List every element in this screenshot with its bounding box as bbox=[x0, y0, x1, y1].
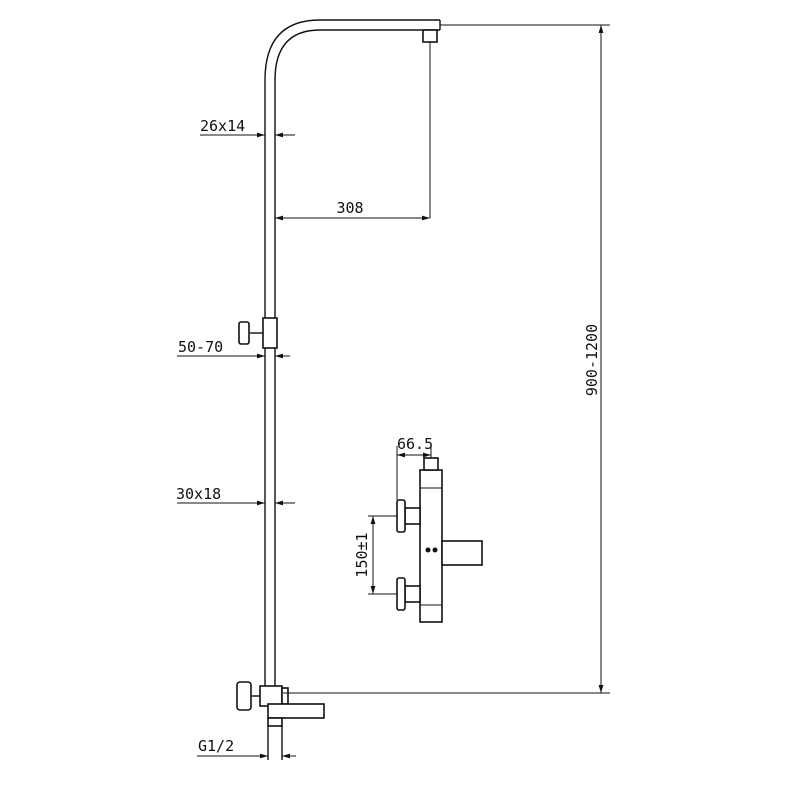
slide-holder bbox=[238, 317, 278, 349]
thermostatic-valve bbox=[396, 457, 483, 623]
total-height-label: 900-1200 bbox=[583, 324, 601, 396]
arm-reach-dimension: 308 bbox=[275, 199, 430, 221]
upper-pipe-label: 26x14 bbox=[200, 117, 245, 135]
shower-head-connector bbox=[422, 29, 438, 218]
diverter-assembly bbox=[236, 681, 325, 760]
valve-depth-label: 66.5 bbox=[397, 435, 433, 453]
valve-depth-dimension: 66.5 bbox=[396, 435, 433, 500]
lower-pipe-dimension: 30x18 bbox=[176, 485, 295, 506]
inlet-spacing-dimension: 150±1 bbox=[353, 515, 397, 595]
lower-pipe-label: 30x18 bbox=[176, 485, 221, 503]
arm-reach-label: 308 bbox=[336, 199, 363, 217]
holder-range-label: 50-70 bbox=[178, 338, 223, 356]
height-dimension: 900-1200 bbox=[283, 24, 610, 694]
inlet-spacing-label: 150±1 bbox=[353, 532, 371, 577]
holder-range-dimension: 50-70 bbox=[177, 338, 290, 359]
inlet-thread-dimension: G1/2 bbox=[197, 737, 296, 759]
riser-pipe bbox=[264, 19, 441, 688]
upper-pipe-dimension: 26x14 bbox=[200, 117, 295, 138]
inlet-thread-label: G1/2 bbox=[198, 737, 234, 755]
